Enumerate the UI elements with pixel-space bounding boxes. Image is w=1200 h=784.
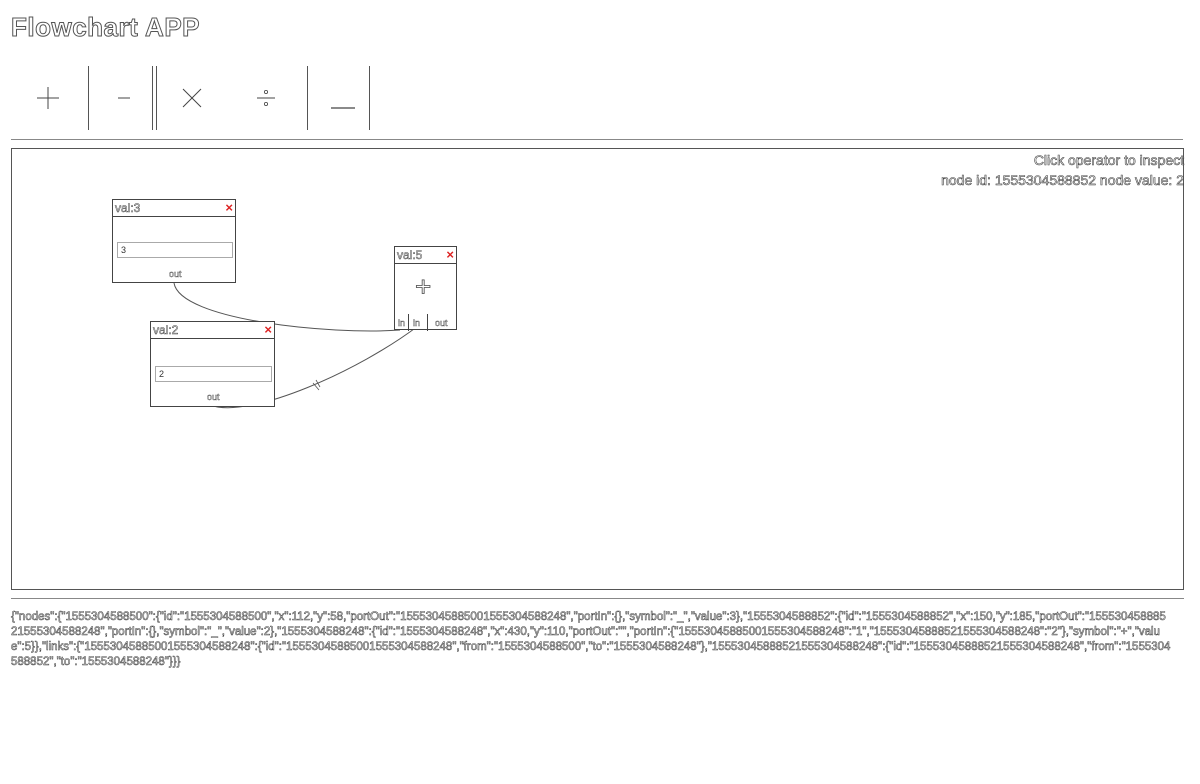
close-node-icon[interactable]: × [264, 322, 272, 337]
value-node-button[interactable] [308, 66, 378, 130]
output-port[interactable]: out [169, 269, 182, 279]
inspector-panel: Click operator to inspect node id: 15553… [941, 150, 1184, 190]
flowchart-canvas[interactable] [11, 148, 1184, 590]
close-node-icon[interactable]: × [446, 247, 454, 262]
port-divider [427, 314, 428, 331]
flowchart-json-output: {"nodes":{"1555304588500":{"id":"1555304… [11, 611, 1171, 669]
plus-icon [37, 87, 59, 109]
node-title: val:3 [113, 200, 235, 217]
input-port-2[interactable]: in [413, 318, 421, 328]
toolbar-divider [369, 66, 370, 130]
minus-icon [118, 97, 130, 99]
subtract-operator-button[interactable] [89, 66, 159, 130]
toolbar-divider [152, 66, 153, 130]
value-node-val2[interactable]: val:2 × out [150, 321, 275, 407]
port-divider [408, 314, 409, 331]
toolbar-divider [88, 66, 89, 130]
operator-toolbar [11, 66, 391, 130]
underscore-icon [331, 107, 355, 109]
node-title: val:2 [151, 322, 274, 339]
value-node-val3[interactable]: val:3 × out [112, 199, 236, 283]
inspector-status: node id: 1555304588852 node value: 2 [941, 172, 1184, 189]
divide-operator-button[interactable] [231, 66, 301, 130]
multiply-icon [182, 88, 202, 108]
toolbar-divider [156, 66, 157, 130]
toolbar-divider-line [11, 139, 1183, 140]
close-node-icon[interactable]: × [225, 200, 233, 215]
output-port[interactable]: out [435, 318, 448, 328]
app-title: Flowchart APP [10, 12, 201, 43]
node-value-input[interactable] [155, 366, 272, 382]
node-title: val:5 [395, 247, 456, 264]
add-operator-button[interactable] [13, 66, 83, 130]
operator-node-val5[interactable]: val:5 × + in in out [394, 246, 457, 331]
node-value-input[interactable] [117, 242, 233, 258]
input-port-1[interactable]: in [398, 318, 406, 328]
toolbar-divider [307, 66, 308, 130]
output-port[interactable]: out [207, 392, 220, 402]
inspector-hint: Click operator to inspect [1033, 152, 1185, 169]
canvas-divider-line [11, 598, 1184, 599]
node-operator-symbol: + [415, 271, 432, 303]
divide-icon [257, 90, 275, 106]
multiply-operator-button[interactable] [157, 66, 227, 130]
